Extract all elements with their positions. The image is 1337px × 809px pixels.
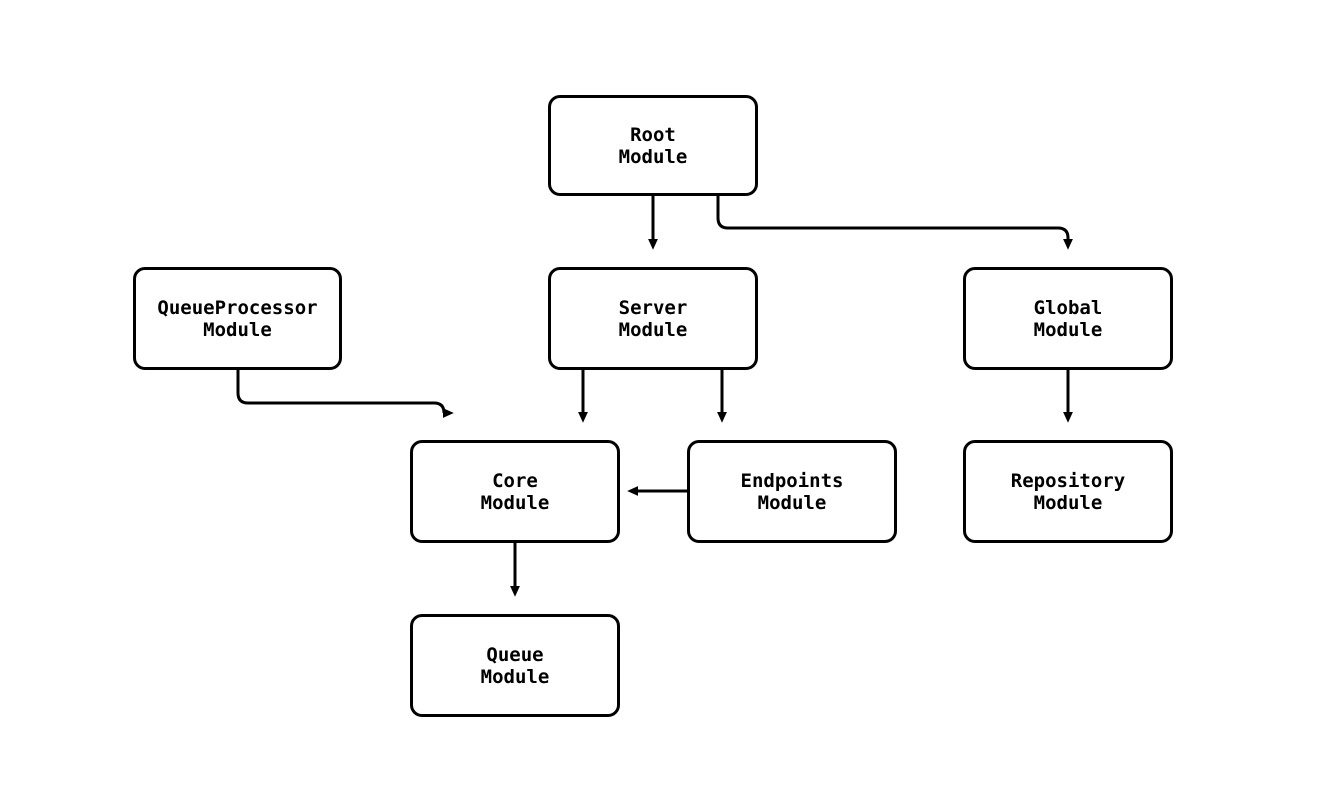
node-repository-module[interactable]: Repository Module [963,440,1173,543]
node-root-module-label: Root Module [618,123,688,168]
node-server-module-label: Server Module [618,296,688,341]
node-queueprocessor-module-label: QueueProcessor Module [157,296,318,341]
node-queue-module-label: Queue Module [480,643,550,688]
node-server-module[interactable]: Server Module [548,267,758,370]
node-core-module[interactable]: Core Module [410,440,620,543]
node-core-module-label: Core Module [480,469,550,514]
node-endpoints-module-label: Endpoints Module [740,469,844,514]
node-repository-module-label: Repository Module [1010,469,1126,514]
node-global-module[interactable]: Global Module [963,267,1173,370]
node-queueprocessor-module[interactable]: QueueProcessor Module [133,267,342,370]
edge-queueprocessor-to-core [236,370,449,423]
node-queue-module[interactable]: Queue Module [410,614,620,717]
node-global-module-label: Global Module [1033,296,1103,341]
node-root-module[interactable]: Root Module [548,95,758,196]
edge-root-to-global [716,196,1073,250]
node-endpoints-module[interactable]: Endpoints Module [687,440,897,543]
